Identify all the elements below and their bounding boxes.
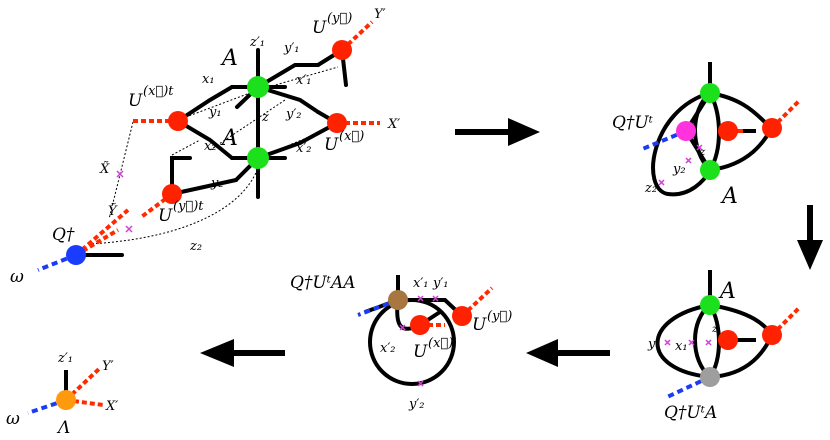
QUt-tensor <box>676 121 696 141</box>
label-x2: x₂ <box>204 139 217 154</box>
U-tensor-3b <box>762 325 782 345</box>
label-X-prime-5: X′ <box>105 399 118 414</box>
label-x1p: x′₁ <box>296 73 312 88</box>
label-U-x-sup-4: (x⃗) <box>428 336 453 351</box>
label-A-3: A <box>718 279 736 304</box>
label-x1p-4: x′₁ <box>413 276 429 291</box>
label-U-x: U <box>324 135 339 155</box>
label-U-xt-sup: (x⃗)t <box>143 84 174 99</box>
label-U-y-sup-4: (y⃗) <box>487 309 512 324</box>
label-QUtAA: Q†UᵗAA <box>290 273 356 293</box>
label-y2: y₂ <box>210 176 224 191</box>
label-U-y-4: U <box>472 315 487 335</box>
label-x2p: x′₂ <box>296 141 312 156</box>
label-Y-prime-5: Y′ <box>102 359 114 374</box>
label-x2p-4: x′₂ <box>380 341 396 356</box>
QUtA-tensor <box>700 367 720 387</box>
U-y-tensor <box>332 40 352 60</box>
label-omega-1: ω <box>10 267 24 287</box>
label-y1p: y′₁ <box>283 41 300 56</box>
U-tensor-2a <box>718 121 738 141</box>
A-tensor-top-2 <box>700 83 720 103</box>
label-U-xt: U <box>128 91 143 111</box>
label-QUtA: Q†UᵗA <box>664 403 717 423</box>
label-z2: z₂ <box>189 239 202 254</box>
label-z-2: z <box>699 147 706 158</box>
arrow-left-2 <box>200 339 285 367</box>
A-tensor-top <box>247 76 269 98</box>
label-y1p-4: y′₁ <box>432 276 449 291</box>
panel-4-network: Q†UᵗAA x′₁ y′₁ x′₂ y′₂ U (x⃗) U (y⃗) <box>290 273 512 412</box>
U-x-tensor-4 <box>410 315 430 335</box>
panel-3-network: A Q†UᵗA y₁ x₁ z <box>647 270 802 423</box>
omega-leg <box>37 253 77 272</box>
label-U-y-sup: (y⃗) <box>327 11 352 26</box>
label-U-yt-sup: (y⃗)t <box>173 199 204 214</box>
label-A-top: A <box>220 46 238 71</box>
label-U-yt: U <box>158 206 173 226</box>
label-x1-3: x₁ <box>675 339 688 354</box>
A-tensor-3 <box>700 295 720 315</box>
panel-2-network: Q†Uᵗ A z y₂ z₂ <box>612 62 802 209</box>
A-tensor-bottom-2 <box>700 160 720 180</box>
label-A-2: A <box>720 184 738 209</box>
label-y1-3: y₁ <box>647 337 661 352</box>
label-U-y: U <box>312 18 327 38</box>
label-z2-2: z₂ <box>644 181 657 196</box>
label-A-bottom: A <box>220 126 238 151</box>
label-Q-dagger: Q† <box>52 225 75 245</box>
label-omega-5: ω <box>6 409 20 429</box>
panel-5-network: z′₁ Y′ X′ ω Λ <box>6 351 118 438</box>
label-QUt: Q†Uᵗ <box>612 113 654 133</box>
arrow-down <box>797 205 823 270</box>
Lambda-tensor <box>56 390 76 410</box>
label-z-3: z <box>711 324 718 335</box>
label-Y-prime: Y′ <box>374 7 386 22</box>
arrow-right <box>455 118 540 146</box>
panel-1-network: A A U (y⃗) Y′ X′ U (x⃗) U (x⃗)t U (y⃗)t … <box>10 7 400 287</box>
label-Lambda: Λ <box>56 418 70 438</box>
label-z: z <box>261 110 269 125</box>
A-tensor-bottom <box>247 147 269 169</box>
label-x1: x₁ <box>202 72 215 87</box>
label-y1: y₁ <box>208 105 222 120</box>
label-y2p: y′₂ <box>285 107 302 122</box>
label-U-x-sup: (x⃗) <box>339 129 364 144</box>
Q-dagger-tensor <box>66 245 86 265</box>
QUtAA-tensor <box>388 290 408 310</box>
label-z1p: z′₁ <box>249 35 265 50</box>
arrow-left-1 <box>526 339 610 367</box>
label-Y-tilde: Ỹ <box>108 203 118 219</box>
U-y-tensor-4 <box>452 306 472 326</box>
label-U-x-4: U <box>413 342 428 362</box>
label-X-tilde: X̃ <box>99 161 110 177</box>
label-y2-2: y₂ <box>672 162 686 177</box>
U-yt-tensor <box>162 184 182 204</box>
U-xt-tensor <box>168 111 188 131</box>
label-y2p-4: y′₂ <box>408 397 425 412</box>
U-x-tensor <box>327 113 347 133</box>
U-tensor-2b <box>762 118 782 138</box>
label-X-prime: X′ <box>387 117 400 132</box>
label-z1p-5: z′₁ <box>57 351 73 366</box>
U-tensor-3a <box>718 330 738 350</box>
cross-marks <box>116 170 133 233</box>
